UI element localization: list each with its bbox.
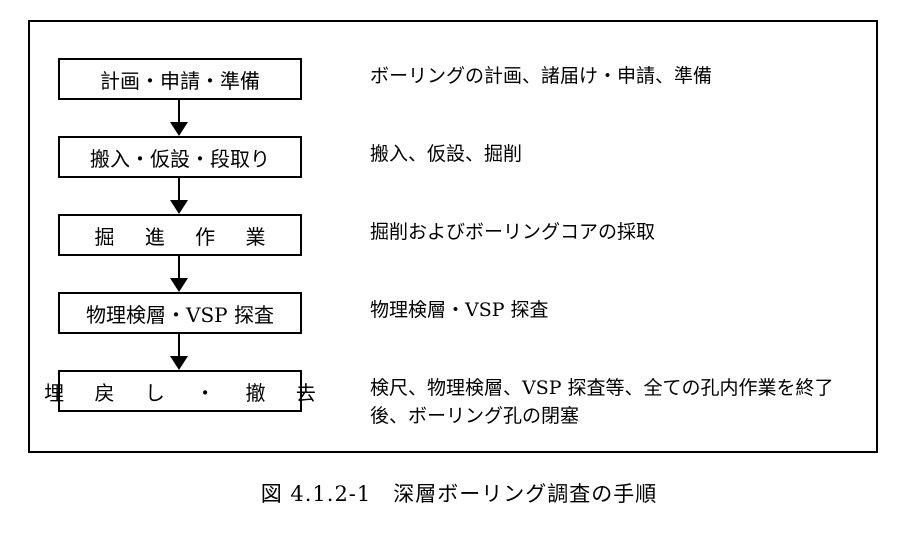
flow-arrow-4 [170,334,188,370]
step-description: 掘削およびボーリングコアの採取 [370,221,656,243]
step-box-planning: 計画・申請・準備 [58,58,302,100]
step-label: 掘 進 作 業 [94,224,278,249]
step-description: ボーリングの計画、諸届け・申請、準備 [370,65,713,87]
step-description: 物理検層・VSP 探査 [370,299,549,321]
figure-caption: 図 4.1.2-1 深層ボーリング調査の手順 [260,482,658,506]
step-label: 埋 戻 し ・ 撤 去 [44,380,328,405]
step-box-logging: 物理検層・VSP 探査 [58,292,302,334]
step-box-backfill: 埋 戻 し ・ 撤 去 [44,370,316,412]
flow-arrow-2 [170,178,188,214]
step-label: 物理検層・VSP 探査 [86,302,274,327]
diagram-frame: 計画・申請・準備 ボーリングの計画、諸届け・申請、準備 搬入・仮設・段取り 搬入… [28,20,878,453]
step-box-setup: 搬入・仮設・段取り [58,136,302,178]
step-label: 計画・申請・準備 [100,68,260,93]
flow-arrow-3 [170,256,188,292]
step-description: 搬入、仮設、掘削 [370,143,523,165]
step-label: 搬入・仮設・段取り [90,146,270,171]
flow-arrow-1 [170,100,188,136]
step-description: 検尺、物理検層、VSP 探査等、全ての孔内作業を終了後、ボーリング孔の閉塞 [370,377,834,427]
step-box-drilling: 掘 進 作 業 [58,214,302,256]
